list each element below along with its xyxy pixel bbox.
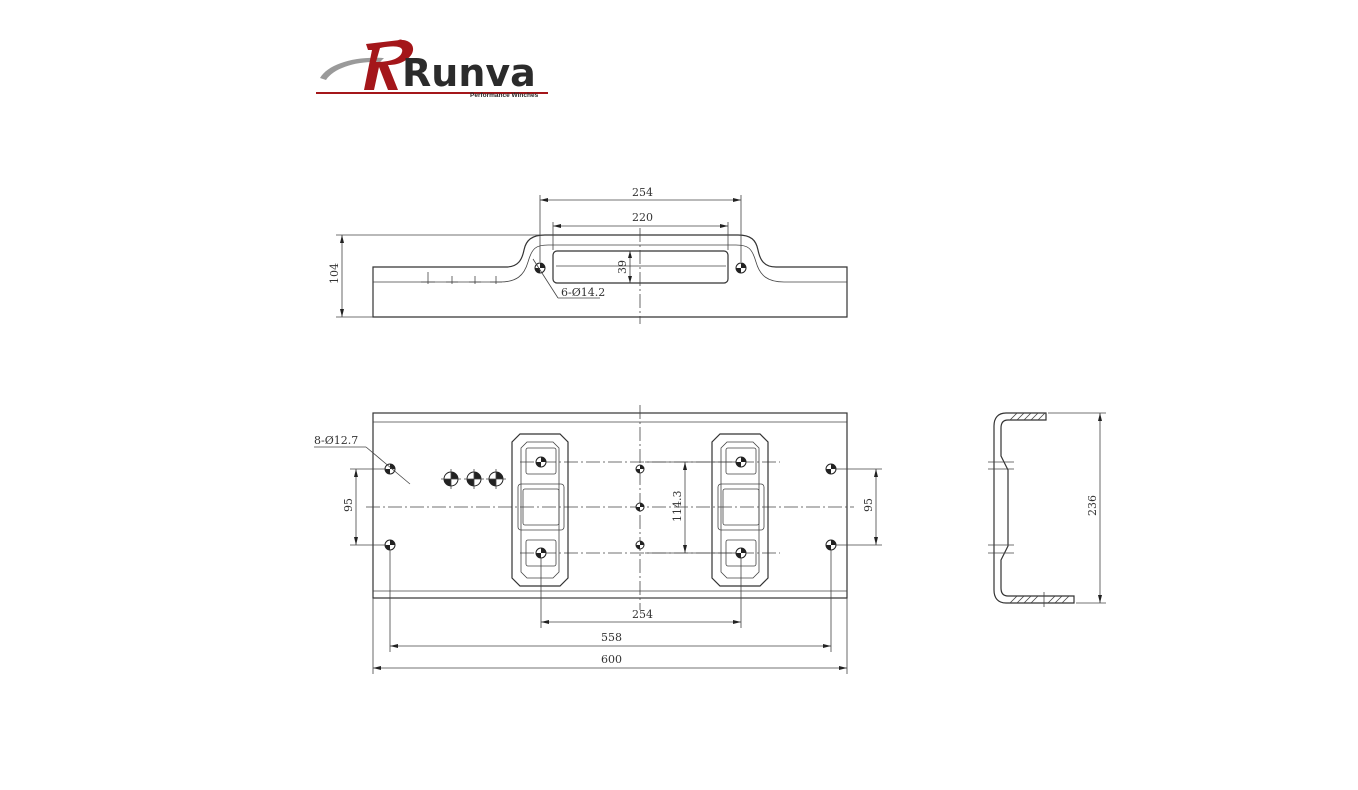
dim-558-label: 558 bbox=[601, 631, 622, 644]
front-view-pad-holes bbox=[535, 456, 747, 559]
runva-logo: ® Runva Performance Winches bbox=[316, 39, 548, 99]
front-view-center-holes bbox=[635, 464, 645, 550]
top-view-dim-39: 39 bbox=[616, 251, 632, 283]
front-view-dim-558: 558 bbox=[389, 550, 832, 652]
logo-registered-mark: ® bbox=[396, 39, 405, 49]
front-view: 8-Ø12.7 95 95 114.3 bbox=[314, 405, 882, 674]
logo-r-mark bbox=[364, 39, 414, 90]
front-view-corner-holes bbox=[384, 463, 837, 551]
dim-254-bottom-label: 254 bbox=[632, 608, 653, 621]
front-view-pad-left bbox=[511, 433, 569, 587]
front-view-hole-callout: 8-Ø12.7 bbox=[314, 434, 411, 485]
side-view-top-hatch bbox=[1009, 412, 1046, 421]
front-view-dim-114-3: 114.3 bbox=[645, 461, 736, 554]
top-view: 254 220 39 104 bbox=[328, 186, 848, 324]
side-view-dim-236: 236 bbox=[1048, 412, 1106, 604]
top-view-fold-line bbox=[373, 244, 847, 283]
side-view-hole-marks bbox=[988, 461, 1045, 607]
logo-swoosh bbox=[320, 57, 384, 80]
dim-114-3-label: 114.3 bbox=[671, 491, 684, 523]
front-view-dim-95-left: 95 bbox=[342, 468, 386, 546]
dim-220-label: 220 bbox=[632, 211, 653, 224]
top-view-outline bbox=[372, 234, 848, 318]
dim-600-label: 600 bbox=[601, 653, 622, 666]
front-view-outline bbox=[372, 412, 848, 599]
dim-39-label: 39 bbox=[616, 260, 629, 274]
top-view-hole-right bbox=[735, 262, 747, 274]
front-view-dim-600: 600 bbox=[372, 598, 848, 674]
side-view: 236 bbox=[988, 412, 1106, 607]
hole-callout-8-label: 8-Ø12.7 bbox=[314, 434, 358, 447]
top-view-hole-callout: 6-Ø14.2 bbox=[532, 258, 605, 299]
dim-95-left-label: 95 bbox=[342, 498, 355, 512]
logo-brand-name: Runva bbox=[402, 51, 536, 95]
front-view-dim-254: 254 bbox=[540, 558, 742, 628]
front-view-dim-95-right: 95 bbox=[835, 468, 882, 546]
top-view-slot bbox=[552, 250, 729, 284]
dim-254-top-label: 254 bbox=[632, 186, 653, 199]
logo-underline bbox=[316, 92, 548, 94]
logo-tagline: Performance Winches bbox=[470, 92, 539, 99]
top-view-dim-220: 220 bbox=[552, 211, 729, 250]
hole-callout-6-label: 6-Ø14.2 bbox=[561, 286, 605, 299]
top-view-dim-104: 104 bbox=[328, 234, 540, 318]
side-view-outer-profile bbox=[993, 412, 1075, 604]
front-view-triple-holes bbox=[441, 469, 506, 489]
top-view-dim-254: 254 bbox=[539, 186, 742, 262]
top-view-small-hole-marks bbox=[421, 272, 502, 284]
side-view-bottom-hatch bbox=[1009, 595, 1070, 604]
dim-104-label: 104 bbox=[328, 263, 341, 284]
dim-236-label: 236 bbox=[1086, 495, 1099, 516]
dim-95-right-label: 95 bbox=[862, 498, 875, 512]
